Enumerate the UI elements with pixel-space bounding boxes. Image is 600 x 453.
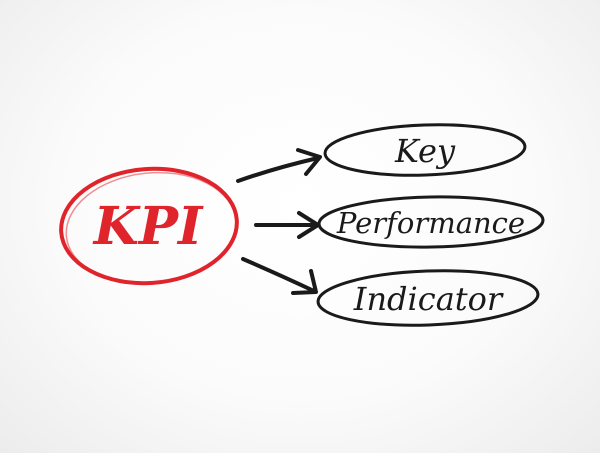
arrow-to-key: [236, 148, 322, 183]
branch-indicator: Indicator: [316, 269, 540, 327]
indicator-ellipse: [316, 269, 540, 327]
performance-label: Performance: [336, 206, 525, 240]
center-label: KPI: [92, 196, 204, 257]
arrow-to-performance: [254, 211, 320, 239]
center-ellipse-sketch: [65, 171, 237, 285]
key-label: Key: [394, 132, 456, 170]
arrows: [236, 148, 322, 295]
branch-performance: Performance: [317, 195, 545, 249]
indicator-label: Indicator: [353, 280, 504, 318]
branch-key: Key: [323, 123, 527, 177]
key-ellipse: [323, 123, 527, 177]
performance-ellipse: [317, 195, 545, 249]
center-node: KPI: [59, 166, 239, 286]
arrow-to-indicator: [241, 257, 318, 295]
